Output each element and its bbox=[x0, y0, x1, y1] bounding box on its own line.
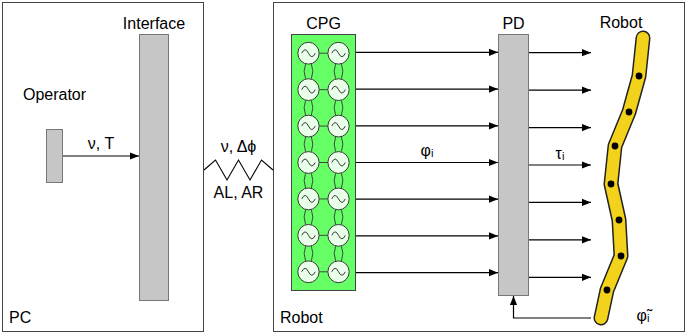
cpg-box: CPG bbox=[291, 34, 356, 291]
oscillator-grid bbox=[292, 35, 355, 290]
signal-label: AL, AR bbox=[212, 184, 266, 202]
signal-arrow bbox=[356, 52, 498, 53]
robot-panel: RobotCPGPDRobot bbox=[273, 2, 685, 332]
panel-label: PC bbox=[9, 309, 31, 327]
interface-box: Interface bbox=[139, 34, 169, 301]
signal-label: ν, T bbox=[86, 135, 117, 153]
wireless-link bbox=[204, 160, 273, 180]
signal-arrow bbox=[356, 88, 498, 89]
signal-arrow bbox=[529, 202, 591, 203]
signal-arrow bbox=[529, 164, 591, 165]
box-heading: CPG bbox=[306, 15, 341, 33]
box-heading: PD bbox=[502, 15, 524, 33]
robot-figure: Robot bbox=[591, 34, 651, 324]
signal-arrow bbox=[356, 235, 498, 236]
signal-arrow bbox=[356, 199, 498, 200]
signal-arrow bbox=[529, 127, 591, 128]
signal-arrow bbox=[529, 90, 591, 91]
signal-arrow bbox=[529, 52, 591, 53]
box-heading: Robot bbox=[600, 14, 643, 32]
signal-arrow bbox=[356, 162, 498, 163]
snake-robot bbox=[591, 34, 651, 324]
signal-arrow bbox=[356, 272, 498, 273]
operator-box: Operator bbox=[46, 129, 63, 183]
signal-label: φ̃ᵢ bbox=[635, 307, 652, 325]
signal-label: ν, Δϕ bbox=[219, 138, 259, 156]
pc-panel: PC Operator Interface bbox=[2, 2, 204, 332]
signal-arrow bbox=[356, 125, 498, 126]
signal-label: τᵢ bbox=[554, 145, 567, 163]
signal-label: φᵢ bbox=[419, 142, 436, 160]
signal-arrow bbox=[529, 239, 591, 240]
signal-arrow bbox=[514, 296, 592, 318]
signal-arrow bbox=[63, 155, 139, 156]
box-heading: Interface bbox=[123, 15, 185, 33]
pd-box: PD bbox=[498, 34, 529, 296]
box-heading: Operator bbox=[23, 86, 86, 104]
signal-arrow bbox=[529, 277, 591, 278]
panel-label: Robot bbox=[280, 309, 323, 327]
